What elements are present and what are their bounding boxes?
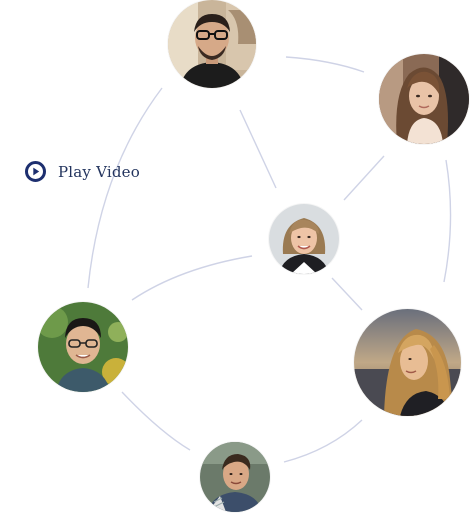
person-photo-icon bbox=[200, 442, 270, 512]
connection-top-to-left-arc bbox=[87, 87, 163, 289]
person-photo-icon bbox=[379, 54, 469, 144]
person-photo-icon bbox=[168, 0, 256, 88]
connection-left-to-bottom bbox=[121, 391, 191, 451]
avatar-man-glasses-top bbox=[168, 0, 256, 88]
connection-center-to-right bbox=[331, 277, 363, 311]
person-photo-icon bbox=[269, 204, 339, 274]
person-photo-icon bbox=[38, 302, 128, 392]
connection-right-to-bottom bbox=[283, 419, 363, 463]
avatar-woman-sunset-right bbox=[354, 309, 461, 416]
person-photo-icon bbox=[354, 309, 461, 416]
avatar-man-bottom bbox=[200, 442, 270, 512]
avatar-man-glasses-left bbox=[38, 302, 128, 392]
connection-top-to-center bbox=[239, 109, 277, 189]
connection-top-to-topright bbox=[285, 56, 365, 73]
play-video-button[interactable]: Play Video bbox=[25, 161, 140, 182]
connection-topright-to-right-arc bbox=[443, 159, 452, 283]
avatar-woman-long-hair-top-right bbox=[379, 54, 469, 144]
connection-center-to-left bbox=[131, 255, 253, 301]
play-circle-icon bbox=[25, 161, 46, 182]
connection-topright-to-center bbox=[343, 155, 385, 201]
avatar-woman-center bbox=[269, 204, 339, 274]
play-video-label: Play Video bbox=[58, 162, 140, 181]
